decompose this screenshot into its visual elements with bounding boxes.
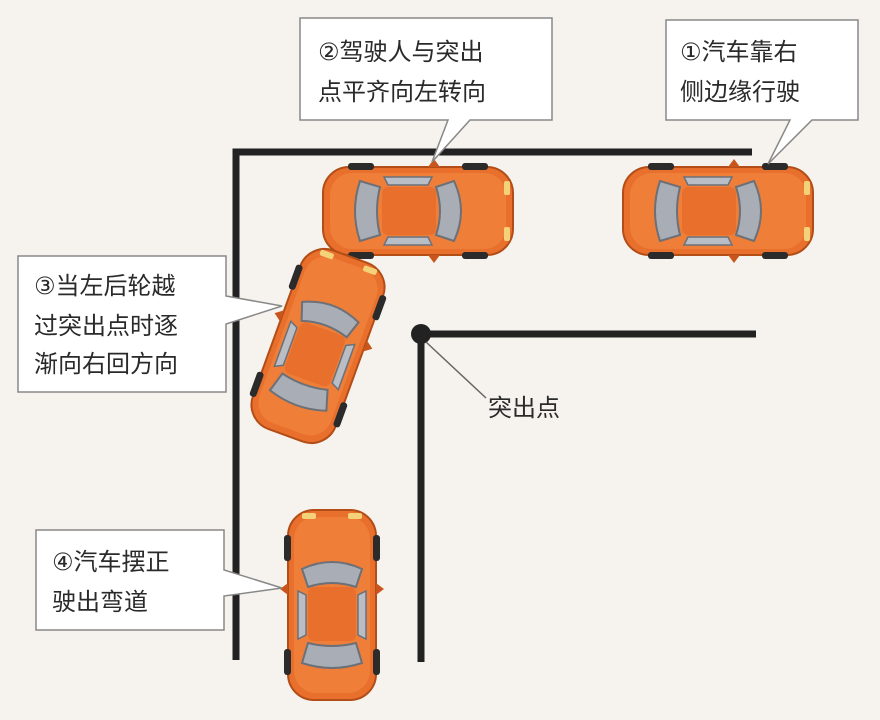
- road-outer-edge: [232, 148, 752, 660]
- callout-step3-line2: 过突出点时逐: [34, 312, 178, 340]
- callout-step1-line1: ①汽车靠右: [680, 38, 798, 66]
- callout-step3-line1: ③当左后轮越: [34, 272, 176, 300]
- callout-step2-line1: ②驾驶人与突出: [318, 38, 484, 66]
- road-inner-edge: [417, 330, 756, 662]
- car-step4: [279, 509, 385, 701]
- callout-step4-line2: 驶出弯道: [52, 588, 148, 616]
- car-step3: [235, 237, 401, 455]
- corner-label: 突出点: [488, 394, 560, 422]
- corner-point-marker: [411, 324, 431, 344]
- callout-step2-line2: 点平齐向左转向: [318, 78, 486, 106]
- callout-step2: ②驾驶人与突出 点平齐向左转向: [299, 17, 553, 163]
- car-step1: [622, 158, 814, 264]
- car-step2: [322, 158, 514, 264]
- corner-pointer-line: [425, 341, 487, 399]
- callout-step4-line1: ④汽车摆正: [52, 548, 170, 576]
- callout-step3: ③当左后轮越 过突出点时逐 渐向右回方向: [17, 255, 283, 393]
- callout-step4: ④汽车摆正 驶出弯道: [35, 529, 283, 631]
- callout-step3-line3: 渐向右回方向: [34, 350, 178, 378]
- callout-step1: ①汽车靠右 侧边缘行驶: [665, 19, 859, 165]
- callout-step1-line2: 侧边缘行驶: [680, 78, 800, 106]
